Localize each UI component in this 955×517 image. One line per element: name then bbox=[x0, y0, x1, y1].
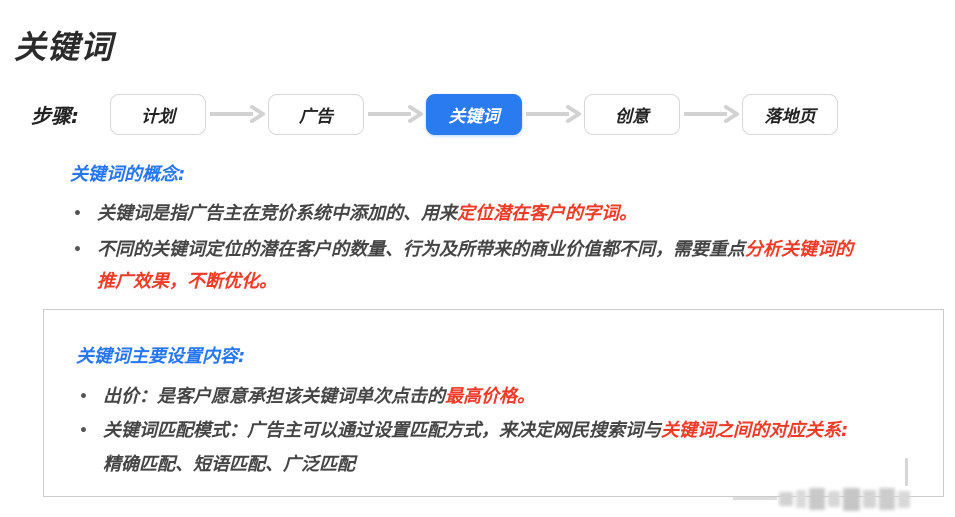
concept-heading: 关键词的概念: bbox=[70, 164, 186, 185]
flow-arrow-icon bbox=[682, 105, 740, 123]
concept-bullet-1-highlight: 定位潜在客户的字词。 bbox=[457, 203, 637, 224]
step-keyword-label: 关键词 bbox=[448, 106, 500, 127]
concept-bullet-1-text: 关键词是指广告主在竞价系统中添加的、用来 bbox=[97, 203, 457, 224]
flow-arrow-icon bbox=[524, 105, 582, 123]
page-title: 关键词 bbox=[14, 28, 114, 66]
watermark-dash bbox=[733, 497, 777, 500]
flow-arrow-icon bbox=[366, 105, 424, 123]
settings-heading: 关键词主要设置内容: bbox=[76, 346, 246, 367]
steps-flow: 步骤: 计划 广告 关键词 bbox=[31, 92, 838, 136]
settings-bullet-bid-highlight: 最高价格。 bbox=[445, 386, 535, 407]
step-creative-label: 创意 bbox=[615, 106, 649, 127]
concept-bullet-2-highlight: 分析关键词的 bbox=[745, 239, 853, 260]
steps-label: 步骤: bbox=[31, 103, 79, 128]
step-ad-label: 广告 bbox=[299, 106, 333, 127]
flow-arrow-icon bbox=[208, 105, 266, 123]
settings-bullet-match: 关键词匹配模式：广告主可以通过设置匹配方式，来决定网民搜索词与关键词之间的对应关… bbox=[76, 414, 915, 482]
step-keyword-active: 关键词 bbox=[426, 93, 522, 135]
concept-bullet-list: 关键词是指广告主在竞价系统中添加的、用来定位潜在客户的字词。 不同的关键词定位的… bbox=[70, 198, 895, 298]
settings-box: 关键词主要设置内容: 出价：是客户愿意承担该关键词单次点击的最高价格。 关键词匹… bbox=[43, 309, 944, 497]
settings-bullet-match-highlight: 关键词之间的对应关系: bbox=[661, 420, 849, 441]
settings-bullet-list: 出价：是客户愿意承担该关键词单次点击的最高价格。 关键词匹配模式：广告主可以通过… bbox=[76, 380, 915, 482]
concept-bullet-1: 关键词是指广告主在竞价系统中添加的、用来定位潜在客户的字词。 bbox=[70, 198, 895, 230]
step-plan: 计划 bbox=[110, 93, 206, 135]
settings-bullet-bid-text: 出价：是客户愿意承担该关键词单次点击的 bbox=[103, 386, 445, 407]
concept-bullet-2-text: 不同的关键词定位的潜在客户的数量、行为及所带来的商业价值都不同，需要重点 bbox=[97, 239, 745, 260]
step-ad: 广告 bbox=[268, 93, 364, 135]
concept-bullet-2-highlight-line2: 推广效果，不断优化。 bbox=[97, 271, 277, 292]
concept-bullet-2: 不同的关键词定位的潜在客户的数量、行为及所带来的商业价值都不同，需要重点分析关键… bbox=[70, 234, 895, 298]
settings-bullet-match-line2: 精确匹配、短语匹配、广泛匹配 bbox=[103, 454, 355, 475]
concept-section: 关键词的概念: 关键词是指广告主在竞价系统中添加的、用来定位潜在客户的字词。 不… bbox=[70, 160, 895, 302]
settings-bullet-match-text: 关键词匹配模式：广告主可以通过设置匹配方式，来决定网民搜索词与 bbox=[103, 420, 661, 441]
step-creative: 创意 bbox=[584, 93, 680, 135]
step-landing-page-label: 落地页 bbox=[764, 106, 816, 127]
step-plan-label: 计划 bbox=[141, 106, 175, 127]
settings-bullet-bid: 出价：是客户愿意承担该关键词单次点击的最高价格。 bbox=[76, 380, 915, 414]
step-landing-page: 落地页 bbox=[742, 93, 838, 135]
